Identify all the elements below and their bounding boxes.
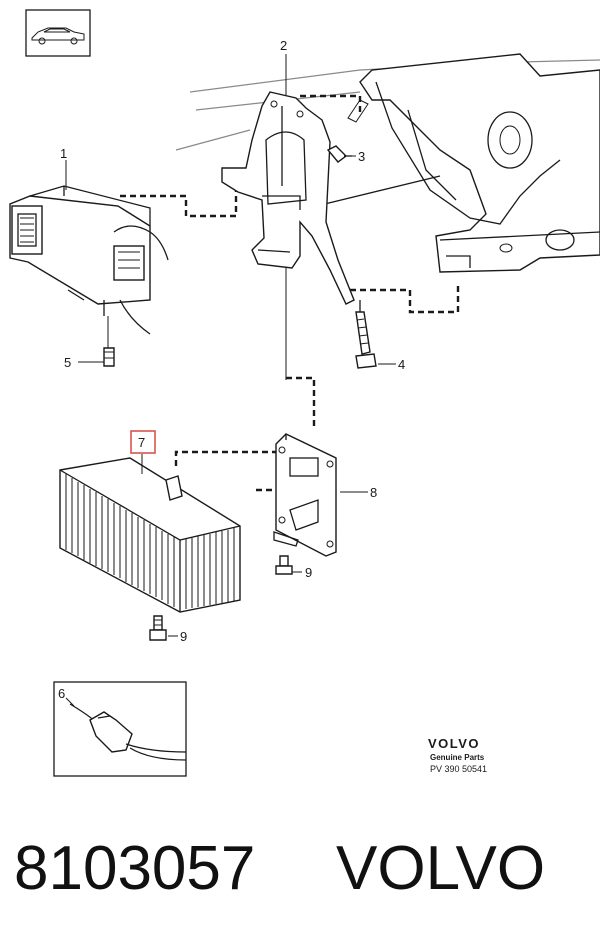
inset-part-6: 6: [53, 681, 187, 777]
bolt-part-4: [355, 300, 377, 369]
brand-name: VOLVO: [428, 736, 480, 751]
callout-9-lower: 9: [180, 629, 187, 644]
leader-lines: [65, 54, 396, 637]
callout-8: 8: [370, 485, 377, 500]
car-thumbnail: [25, 9, 91, 57]
callout-2: 2: [280, 38, 287, 53]
heater-element-part-7: [59, 457, 241, 613]
parts-diagram: 1 2 3 4 5 7 8 9 9 6 VOLVO Genuine Parts …: [9, 9, 600, 777]
control-unit-part-1: [9, 185, 169, 335]
bolt-part-3: [326, 145, 352, 163]
callout-6: 6: [58, 686, 65, 701]
callout-7: 7: [138, 435, 145, 450]
car-body-structure: [175, 53, 600, 273]
callout-7-highlight: [130, 430, 156, 454]
branding-block: VOLVO Genuine Parts PV 390 50541: [428, 736, 487, 774]
mounting-plate-part-8: [273, 433, 337, 557]
callout-3: 3: [358, 149, 365, 164]
callout-4: 4: [398, 357, 405, 372]
footer-brand: VOLVO: [336, 834, 546, 903]
callouts: 1 2 3 4 5 7 8 9 9: [60, 38, 405, 644]
callout-9-right: 9: [305, 565, 312, 580]
screw-part-5: [103, 316, 115, 367]
brand-subtitle: Genuine Parts: [430, 753, 485, 762]
callout-5: 5: [64, 355, 71, 370]
part-number: 8103057: [14, 834, 256, 903]
footer: 8103057 VOLVO: [0, 820, 600, 930]
brand-code: PV 390 50541: [430, 764, 487, 774]
screw-part-9-lower: [149, 615, 167, 641]
bracket-part-2: [221, 91, 355, 305]
callout-1: 1: [60, 146, 67, 161]
screw-part-9-right: [275, 555, 293, 575]
